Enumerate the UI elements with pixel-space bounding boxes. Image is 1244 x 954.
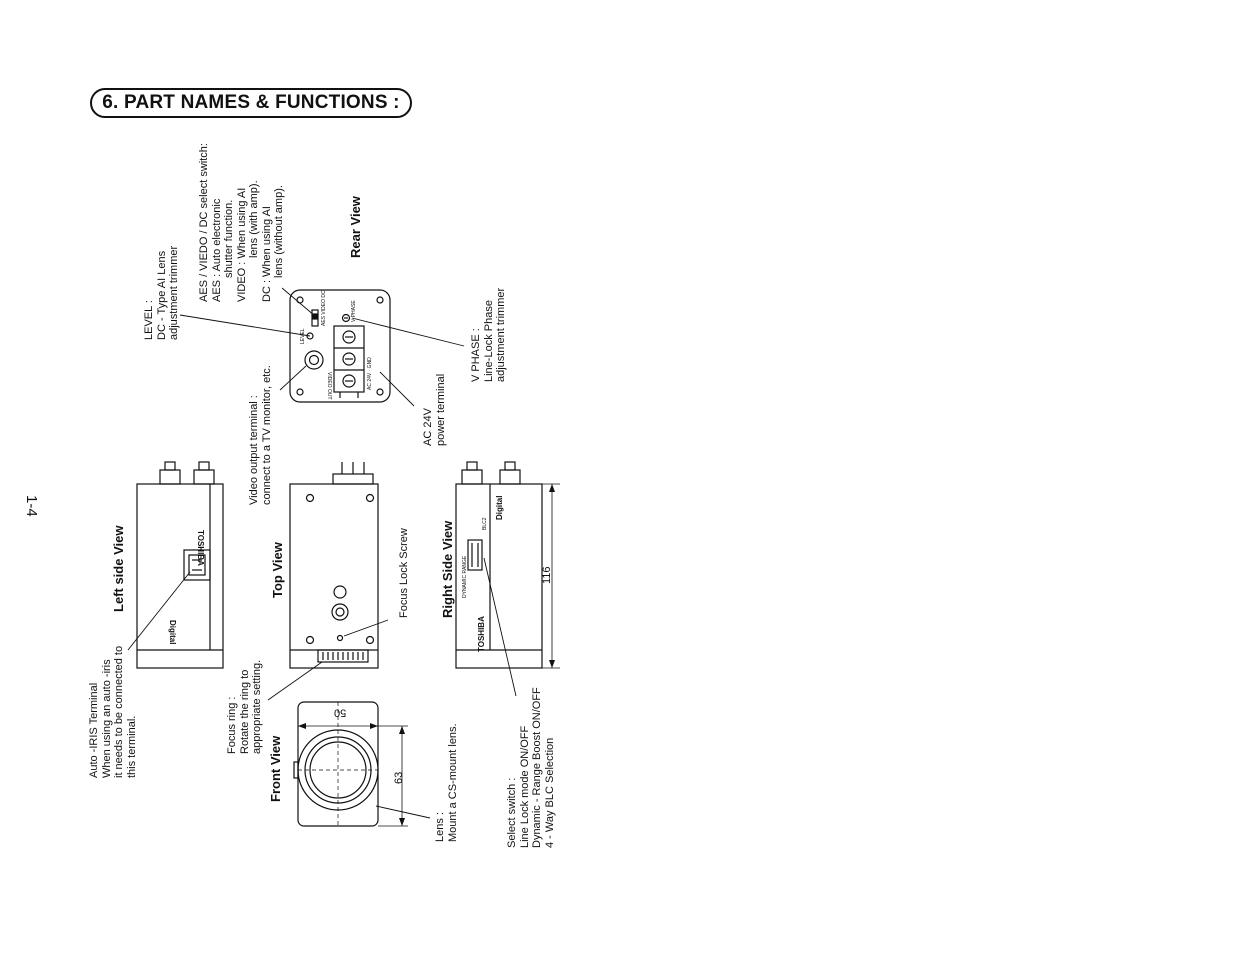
select-switch-callout: Select switch : Line Lock mode ON/OFF Dy… (506, 687, 556, 848)
digital-logo-left: Digital (168, 620, 177, 644)
blc-label: BLC2 (482, 517, 488, 530)
vphase-callout: V PHASE : Line-Lock Phase adjustment tri… (470, 287, 507, 382)
digital-logo-right: Digital (495, 496, 504, 520)
front-view-drawing (293, 701, 408, 827)
top-view-heading: Top View (270, 542, 285, 598)
video-out-panel-label: VIDEO OUT (326, 372, 332, 400)
focus-lock-callout: Focus Lock Screw (398, 528, 410, 618)
v-phase-panel-label: V PHASE (351, 300, 357, 322)
dynamic-range-label: DYNAMIC RANGE (462, 555, 468, 598)
dimension-front-width: 50 (334, 706, 347, 719)
page-title: 6. PART NAMES & FUNCTIONS : (90, 88, 412, 118)
top-view-drawing (289, 462, 379, 669)
rear-view-heading: Rear View (348, 196, 363, 258)
aes-switch-callout: AES / VIEDO / DC select switch: AES : Au… (198, 143, 285, 302)
ac24v-panel-label: AC 24V · GND (367, 357, 373, 390)
right-side-view-drawing: TOSHIBA Digital BLC2 DYNAMIC RANGE (455, 461, 560, 669)
toshiba-logo-left: TOSHIBA (196, 530, 205, 566)
aes-video-dc-panel-label: AES VIDEO DC (321, 290, 327, 326)
ac24v-callout: AC 24V power terminal (422, 373, 447, 446)
auto-iris-callout: Auto -IRIS Terminal When using an auto -… (88, 645, 138, 778)
dimension-front-height: 63 (393, 771, 405, 784)
leader-lines (127, 287, 517, 819)
front-view-heading: Front View (268, 735, 283, 802)
right-side-view-heading: Right Side View (440, 520, 455, 618)
focus-ring-callout: Focus ring : Rotate the ring to appropri… (226, 659, 263, 754)
dimension-length: 116 (541, 566, 553, 584)
level-panel-label: LEVEL (300, 328, 306, 344)
lens-callout: Lens : Mount a CS-mount lens. (434, 723, 459, 842)
left-side-view-heading: Left side View (111, 525, 126, 612)
left-side-view-drawing: TOSHIBA Digital (136, 461, 224, 669)
video-output-callout: Video output terminal : connect to a TV … (248, 365, 273, 505)
page-number: 1-4 (23, 495, 40, 517)
toshiba-logo-right: TOSHIBA (477, 616, 486, 652)
level-callout: LEVEL : DC - Type AI Lens adjustment tri… (143, 245, 180, 340)
rear-view-drawing: VIDEO OUT V PHASE AC 24V · GND AES VIDEO… (289, 289, 391, 403)
